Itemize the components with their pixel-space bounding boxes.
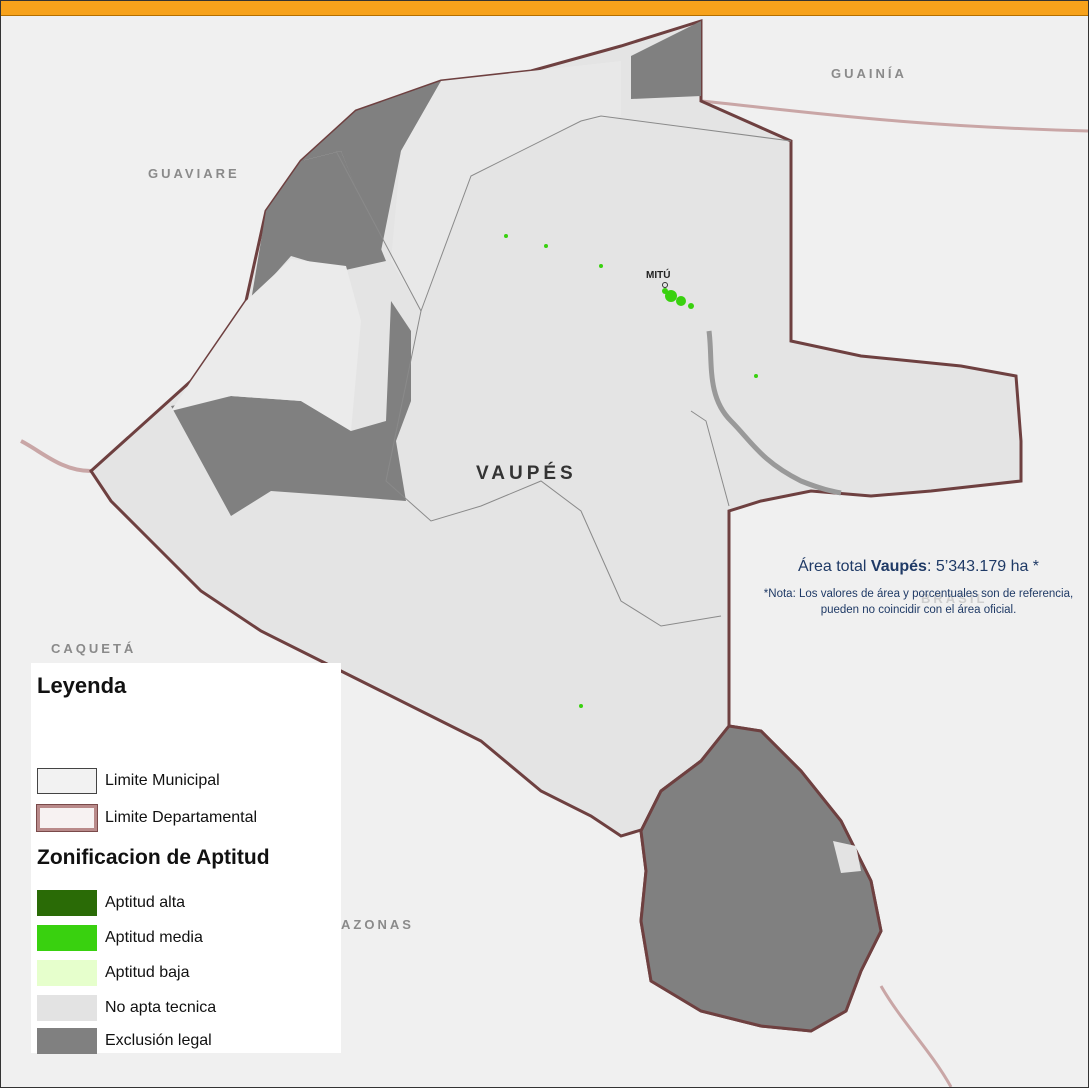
legend-row-limite-municipal: Limite Municipal bbox=[37, 767, 220, 795]
label-brasil: BRASIL bbox=[921, 591, 987, 606]
area-name: Vaupés bbox=[870, 558, 927, 575]
label-caqueta: CAQUETÁ bbox=[51, 641, 136, 656]
municipal-boundary-1 bbox=[335, 150, 722, 627]
legend-label-exclusion-legal: Exclusión legal bbox=[105, 1032, 212, 1049]
label-amazonas: AZONAS bbox=[341, 917, 414, 932]
neighbor-border-west bbox=[20, 439, 92, 473]
area-note: *Nota: Los valores de área y porcentuale… bbox=[763, 588, 1074, 616]
no-apta-patch-north[interactable] bbox=[391, 61, 621, 311]
legend-row-aptitud-baja: Aptitud baja bbox=[37, 959, 190, 987]
exclusion-zone-guaviare[interactable] bbox=[251, 151, 386, 301]
exclusion-zone-northeast[interactable] bbox=[631, 21, 701, 99]
area-prefix: Área total bbox=[797, 558, 871, 575]
legend-row-limite-departamental: Limite Departamental bbox=[36, 804, 258, 832]
legend-subtitle-zonificacion: Zonificacion de Aptitud bbox=[37, 846, 270, 869]
legend-label-aptitud-alta: Aptitud alta bbox=[105, 894, 186, 911]
label-mitu: MITÚ bbox=[646, 268, 670, 281]
municipal-boundary-2 bbox=[420, 115, 792, 312]
legend-row-aptitud-media: Aptitud media bbox=[37, 924, 203, 952]
area-info-box: Área total Vaupés: 5’343.179 ha * *Nota:… bbox=[746, 556, 1088, 618]
no-apta-patch-south[interactable] bbox=[833, 841, 861, 873]
legend-label-aptitud-media: Aptitud media bbox=[105, 929, 203, 946]
legend-label-limite-departamental: Limite Departamental bbox=[105, 809, 258, 826]
swatch-aptitud-media bbox=[37, 925, 97, 951]
swatch-exclusion-legal bbox=[37, 1028, 97, 1054]
area-value: : 5’343.179 ha * bbox=[926, 558, 1040, 575]
legend-row-exclusion-legal: Exclusión legal bbox=[37, 1027, 212, 1055]
exclusion-zone-north[interactable] bbox=[301, 81, 441, 251]
aptitud-media-patches bbox=[504, 234, 758, 708]
label-guaviare: GUAVIARE bbox=[148, 166, 240, 181]
legend-label-limite-municipal: Limite Municipal bbox=[105, 772, 220, 789]
exclusion-zone-west[interactable] bbox=[171, 301, 411, 516]
legend-label-aptitud-baja: Aptitud baja bbox=[105, 964, 190, 981]
exclusion-zone-south[interactable] bbox=[639, 724, 883, 1033]
area-total: Área total Vaupés: 5’343.179 ha * bbox=[746, 556, 1088, 578]
swatch-aptitud-baja bbox=[37, 960, 97, 986]
mitu-marker-icon bbox=[662, 282, 668, 288]
legend-label-no-apta-tecnica: No apta tecnica bbox=[105, 999, 217, 1016]
swatch-limite-municipal bbox=[37, 768, 97, 794]
label-vaupes: VAUPÉS bbox=[476, 462, 577, 484]
swatch-no-apta-tecnica bbox=[37, 995, 97, 1021]
legend-title: Leyenda bbox=[37, 673, 127, 698]
legend-row-no-apta-tecnica: No apta tecnica bbox=[37, 994, 216, 1022]
swatch-aptitud-alta bbox=[37, 890, 97, 916]
top-banner bbox=[1, 1, 1088, 16]
river-vaupes bbox=[706, 330, 842, 496]
swatch-limite-departamental bbox=[36, 804, 98, 832]
neighbor-border-guainia bbox=[700, 99, 1088, 133]
legend-row-aptitud-alta: Aptitud alta bbox=[37, 889, 185, 917]
label-guainia: GUAINÍA bbox=[831, 66, 907, 81]
neighbor-border-south bbox=[879, 985, 953, 1087]
municipal-boundary-3 bbox=[690, 410, 730, 507]
legend-panel: Leyenda Limite Municipal Limite Departam… bbox=[31, 663, 341, 1055]
no-apta-patch-west[interactable] bbox=[171, 259, 361, 431]
